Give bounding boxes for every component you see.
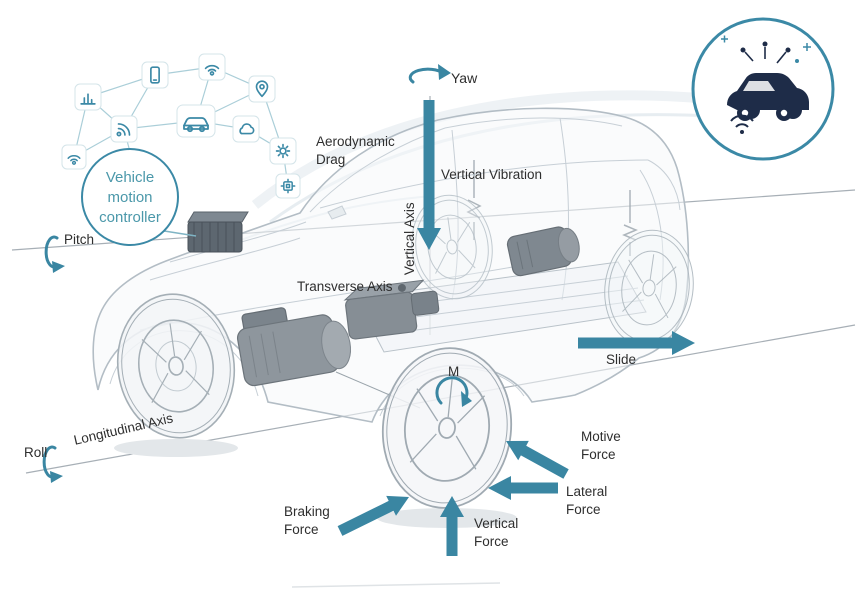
iot-network <box>61 53 301 199</box>
side-mirror <box>327 205 347 220</box>
pitch-label: Pitch <box>64 232 95 247</box>
pitch-rotation-icon <box>44 235 65 273</box>
connected-car-badge-icon <box>691 17 835 161</box>
ecu-controller-unit <box>187 211 249 253</box>
motor-rotation-icon <box>435 376 472 407</box>
power-electronics <box>343 279 440 340</box>
motive-force-label: Motive Force <box>581 429 621 462</box>
wifi-small-icon <box>61 144 87 170</box>
force-arrows <box>337 100 695 556</box>
roll-rotation-icon <box>42 445 63 483</box>
braking-force-arrow <box>337 495 409 536</box>
vertical-vibration-arrow <box>417 100 441 250</box>
smartphone-icon <box>141 61 169 89</box>
bar-chart-icon <box>74 83 102 111</box>
vertical-vibration-label: Vertical Vibration <box>441 167 543 182</box>
vehicle-motion-controller-label: Vehicle motion controller <box>99 169 161 226</box>
controller-bubble <box>81 148 197 246</box>
car-icon <box>176 104 216 138</box>
slide-label: Slide <box>606 352 637 367</box>
vertical-axis-label: Vertical Axis <box>402 202 418 276</box>
rotation-arrows <box>42 64 472 483</box>
yaw-rotation-icon <box>408 64 451 84</box>
rear-motor <box>506 226 580 277</box>
motor-label: M <box>448 364 460 379</box>
vertical-force-label: Vertical Force <box>474 516 519 549</box>
yaw-label: Yaw <box>451 70 478 86</box>
front-drive-unit <box>236 307 352 387</box>
front-left-wheel <box>116 293 236 439</box>
rear-left-wheel <box>381 347 513 509</box>
lateral-force-arrow <box>488 476 558 500</box>
rear-right-wheel <box>604 229 694 347</box>
lateral-force-label: Lateral Force <box>566 484 608 517</box>
braking-force-label: Braking Force <box>284 504 330 537</box>
gear-icon <box>269 137 297 165</box>
signal-icon <box>110 115 138 143</box>
slide-arrow <box>578 331 695 355</box>
cloud-icon <box>232 115 260 143</box>
wifi-icon <box>198 53 226 81</box>
roll-label: Roll <box>24 445 48 460</box>
transverse-axis-label: Transverse Axis <box>297 279 393 294</box>
motive-force-arrow <box>506 440 569 479</box>
cpu-icon <box>275 173 301 199</box>
location-pin-icon <box>248 75 276 103</box>
vertical-force-arrow <box>440 496 464 556</box>
aerodynamic-drag-label: Aerodynamic Drag <box>316 134 395 167</box>
